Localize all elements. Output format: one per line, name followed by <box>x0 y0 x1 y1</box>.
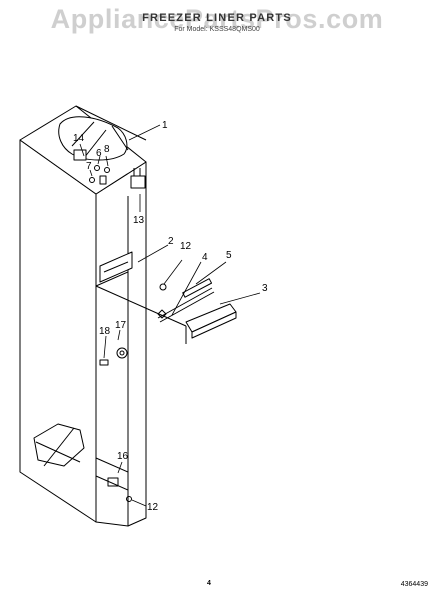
callout-12-bottom: 12 <box>147 502 159 513</box>
part-7-screw <box>89 177 95 183</box>
callout-17: 17 <box>115 320 127 331</box>
callout-13: 13 <box>133 215 145 226</box>
page-number: 4 <box>207 580 211 587</box>
callout-7: 7 <box>86 161 92 172</box>
watermark: AppliancePartsPros.com <box>50 4 384 34</box>
part-5-element <box>182 278 213 298</box>
part-16-grommet <box>107 477 119 487</box>
callout-6: 6 <box>96 148 102 159</box>
part-17-fitting <box>116 347 128 359</box>
callout-4: 4 <box>202 252 208 263</box>
callout-18: 18 <box>99 326 111 337</box>
part-14-housing <box>73 149 87 161</box>
diagram-subtitle: For Model: KSSS48QMS00 <box>174 26 260 33</box>
callout-1: 1 <box>162 120 168 131</box>
part-13-cap <box>130 175 146 189</box>
callout-8: 8 <box>104 144 110 155</box>
vent-bottom-left <box>33 423 85 467</box>
part-12-screw-bottom <box>126 496 132 502</box>
diagram-header: AppliancePartsPros.com FREEZER LINER PAR… <box>0 4 434 48</box>
callout-16: 16 <box>117 451 129 462</box>
part-12-screw <box>159 283 167 291</box>
callout-5: 5 <box>226 250 232 261</box>
document-code: 4364439 <box>400 581 428 588</box>
part-6-screw <box>94 165 100 171</box>
part-4-rod <box>157 287 213 319</box>
part-18-screw <box>99 359 109 366</box>
callout-3: 3 <box>262 283 268 294</box>
part-8-screw <box>104 167 110 173</box>
callout-2: 2 <box>168 236 174 247</box>
callout-14: 14 <box>73 133 85 144</box>
callout-12-top: 12 <box>180 241 192 252</box>
diagram-title: FREEZER LINER PARTS <box>142 12 292 24</box>
